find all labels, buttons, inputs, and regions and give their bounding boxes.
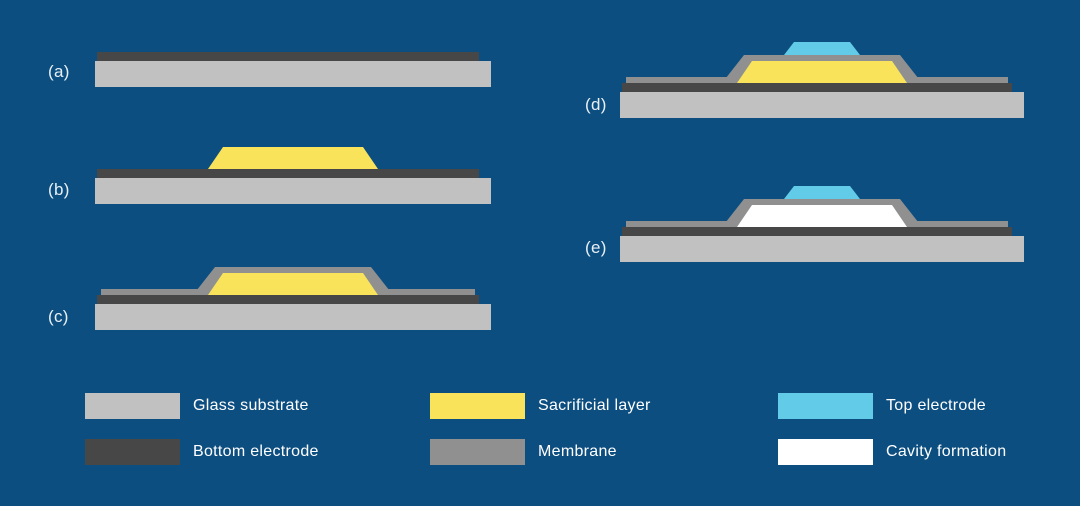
sacrificial-layer-swatch [430, 393, 525, 419]
top-electrode-swatch [778, 393, 873, 419]
device-step-d [620, 42, 1024, 118]
step-d-label: (d) [585, 95, 607, 114]
sacrificial-layer [737, 61, 907, 83]
top-electrode-layer [784, 186, 860, 199]
legend-item-cavity-formation: Cavity formation [778, 439, 1006, 465]
legend-item-glass-substrate: Glass substrate [85, 393, 309, 419]
device-step-c [95, 267, 491, 330]
device-step-b [95, 147, 491, 204]
legend-item-bottom-electrode: Bottom electrode [85, 439, 319, 465]
bottom-electrode-layer [622, 227, 1012, 236]
glass-substrate-layer [620, 236, 1024, 262]
legend-label-sacrificial-layer: Sacrificial layer [538, 397, 651, 414]
bottom-electrode-layer [622, 83, 1012, 92]
cavity-formation-swatch [778, 439, 873, 465]
legend-item-top-electrode: Top electrode [778, 393, 986, 419]
sacrificial-layer [208, 147, 378, 169]
top-electrode-layer [784, 42, 860, 55]
legend-item-membrane: Membrane [430, 439, 617, 465]
cavity-layer [737, 205, 907, 227]
glass-substrate-layer [95, 178, 491, 204]
bottom-electrode-layer [97, 52, 479, 61]
step-c-label: (c) [48, 307, 69, 326]
glass-substrate-layer [620, 92, 1024, 118]
step-b-label: (b) [48, 180, 70, 199]
legend-label-glass-substrate: Glass substrate [193, 397, 309, 414]
membrane-swatch [430, 439, 525, 465]
device-step-e [620, 186, 1024, 262]
bottom-electrode-swatch [85, 439, 180, 465]
bottom-electrode-layer [97, 169, 479, 178]
step-a-label: (a) [48, 62, 70, 81]
device-step-a [95, 52, 491, 87]
glass-substrate-layer [95, 304, 491, 330]
glass-substrate-swatch [85, 393, 180, 419]
step-e-label: (e) [585, 238, 607, 257]
legend-label-top-electrode: Top electrode [886, 397, 986, 414]
legend-item-sacrificial-layer: Sacrificial layer [430, 393, 651, 419]
legend-label-membrane: Membrane [538, 443, 617, 460]
legend-label-bottom-electrode: Bottom electrode [193, 443, 319, 460]
glass-substrate-layer [95, 61, 491, 87]
sacrificial-layer [208, 273, 378, 295]
legend-label-cavity-formation: Cavity formation [886, 443, 1007, 460]
bottom-electrode-layer [97, 295, 479, 304]
